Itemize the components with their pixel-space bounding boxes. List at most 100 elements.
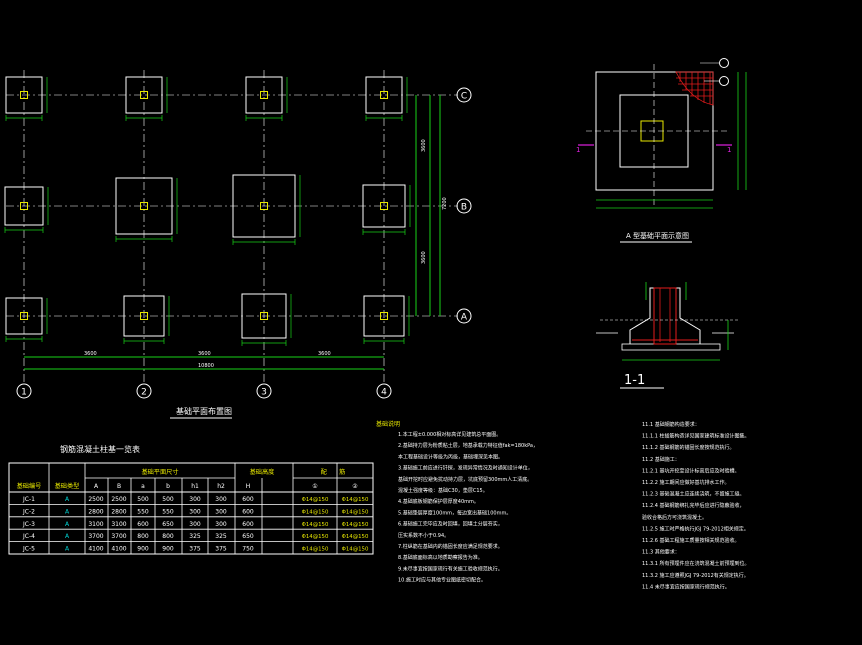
table-cell: 300 bbox=[189, 521, 201, 528]
plan-title: 基础平面布置图 bbox=[176, 406, 232, 416]
footing-JC bbox=[123, 295, 170, 344]
table-cell: A bbox=[65, 546, 70, 553]
table-cell: 900 bbox=[162, 546, 174, 553]
note-line: 11.3.1 所有预埋件应在浇筑混凝土前预埋到位。 bbox=[642, 560, 750, 567]
note-line: 11.3.2 施工应遵照JGJ 79-2012有关规定执行。 bbox=[642, 572, 749, 579]
note-line: 1.本工程±0.000相对标高详见建筑总平面图。 bbox=[398, 431, 501, 438]
table-subheader-cell: a bbox=[141, 483, 145, 490]
note-line: 11.2.6 基础工程施工质量按相关规范验收。 bbox=[642, 537, 740, 544]
note-line: 11.2.3 基础混凝土应连续浇筑，不留施工缝。 bbox=[642, 491, 745, 498]
note-line: 5.基础垫层厚度100mm，每边宽出基础100mm。 bbox=[398, 509, 511, 516]
table-cell: 3100 bbox=[111, 521, 126, 528]
note-line: 8.基础底面标高以地质勘察报告为准。 bbox=[398, 554, 483, 561]
table-cell: 600 bbox=[242, 496, 254, 503]
note-line: 11.1.1 柱插筋构造详见国家建筑标准设计图集。 bbox=[642, 433, 750, 440]
table-cell: 2500 bbox=[111, 496, 126, 503]
note-line: 11.2.4 基础钢筋绑扎完毕后应进行隐蔽验收， bbox=[642, 502, 745, 509]
table-cell: JC-3 bbox=[22, 521, 35, 528]
foundation-plan bbox=[4, 70, 458, 384]
table-subheader-cell: ① bbox=[312, 483, 317, 490]
table-cell: 750 bbox=[242, 546, 254, 553]
note-line: 10.施工时应与其他专业图纸密切配合。 bbox=[398, 577, 486, 584]
svg-text:A: A bbox=[461, 313, 468, 323]
axis-bubble-4: 4 bbox=[376, 383, 392, 399]
table-header-cell: 基础类型 bbox=[55, 482, 80, 490]
svg-text:2: 2 bbox=[141, 388, 147, 398]
table-cell: 325 bbox=[189, 533, 201, 540]
table-cell: A bbox=[65, 508, 70, 515]
svg-text:1: 1 bbox=[21, 388, 27, 398]
plan-bottom-dimensions bbox=[24, 356, 384, 370]
table-cell: 4100 bbox=[111, 546, 126, 553]
section-title: 1-1 bbox=[624, 373, 645, 388]
note-line: 3.基础施工前应进行钎探，发现异常情况及时通知设计单位， bbox=[398, 465, 533, 472]
plan-right-dimensions bbox=[415, 95, 441, 316]
table-subheader-cell: A bbox=[94, 483, 99, 490]
table-subheader-cell: ② bbox=[352, 483, 358, 490]
notes-title: 基础说明 bbox=[376, 420, 400, 428]
rebar-hatch bbox=[675, 71, 714, 106]
dim-right-2: 3600 bbox=[421, 251, 427, 264]
svg-text:C: C bbox=[461, 92, 467, 102]
table-cell: 3100 bbox=[88, 521, 103, 528]
table-cell: Φ14@150 bbox=[302, 547, 329, 553]
note-line: 本工程基础设计等级为丙级，基础埋深见本图。 bbox=[398, 453, 503, 460]
table-cell: Φ14@150 bbox=[342, 509, 369, 515]
table-cell: Φ14@150 bbox=[342, 522, 369, 528]
note-line: 2.基础持力层为粉质粘土层，地基承载力特征值fak=180kPa， bbox=[398, 442, 538, 449]
table-cell: 600 bbox=[137, 521, 149, 528]
dim-right-1: 3600 bbox=[421, 139, 427, 152]
dim-bottom-2: 3600 bbox=[198, 351, 211, 357]
footing-JC bbox=[232, 174, 301, 245]
svg-text:3: 3 bbox=[261, 388, 267, 398]
note-line: 11.2 基础施工： bbox=[642, 456, 680, 463]
table-cell: 600 bbox=[242, 508, 254, 515]
note-line: 混凝土强度等级：基础C30，垫层C15。 bbox=[398, 487, 488, 494]
table-subheader-cell: b bbox=[166, 483, 170, 490]
note-line: 11.4 未尽事宜应按国家现行规范执行。 bbox=[642, 583, 730, 590]
svg-text:B: B bbox=[461, 203, 467, 213]
footing-JC bbox=[241, 293, 292, 346]
note-line: 11.2.1 基坑开挖至设计标高后应及时验槽。 bbox=[642, 467, 740, 474]
dim-bottom-total: 10800 bbox=[198, 363, 214, 369]
table-cell: 300 bbox=[189, 508, 201, 515]
table-cell: 300 bbox=[215, 496, 227, 503]
table-cell: JC-4 bbox=[22, 533, 35, 540]
svg-text:4: 4 bbox=[381, 388, 387, 398]
footing-JC bbox=[5, 297, 48, 342]
table-cell: 375 bbox=[215, 546, 227, 553]
note-line: 9.未尽事宜按国家现行有关施工验收规范执行。 bbox=[398, 565, 503, 572]
dim-bottom-3: 3600 bbox=[318, 351, 331, 357]
table-cell: Φ14@150 bbox=[302, 522, 329, 528]
table-cell: 375 bbox=[189, 546, 201, 553]
table-cell: 4100 bbox=[88, 546, 103, 553]
axis-bubble-C: C bbox=[456, 87, 472, 103]
note-line: 11.3 其他要求： bbox=[642, 549, 680, 556]
footing-JC bbox=[363, 295, 410, 344]
table-cell: 300 bbox=[215, 508, 227, 515]
axis-bubble-B: B bbox=[456, 198, 472, 214]
table-cell: JC-2 bbox=[22, 508, 35, 515]
detail-title: A 型基础平面示意图 bbox=[626, 231, 689, 240]
table-cell: 3700 bbox=[88, 533, 103, 540]
notes-right: 11.1 基础钢筋构造要求： 11.1.1 柱插筋构造详见国家建筑标准设计图集。… bbox=[642, 421, 750, 590]
table-cell: 900 bbox=[137, 546, 149, 553]
table-cell: Φ14@150 bbox=[342, 497, 369, 503]
table-cell: 600 bbox=[242, 521, 254, 528]
table-header-cell: 基础高度 bbox=[250, 468, 275, 476]
section-mark-right: 1 bbox=[727, 146, 731, 154]
table-cell: 325 bbox=[215, 533, 227, 540]
table-subheader-cell: h2 bbox=[217, 483, 225, 490]
table-header-cell: 配 筋 bbox=[321, 468, 346, 476]
table-cell: 550 bbox=[162, 508, 174, 515]
note-line: 11.1.2 基础钢筋的锚固长度按规范执行。 bbox=[642, 444, 735, 451]
axis-bubble-2: 2 bbox=[136, 383, 152, 399]
dim-right-total: 7200 bbox=[442, 197, 448, 210]
table-cell: 800 bbox=[162, 533, 174, 540]
note-line: 6.基础施工完毕应及时回填，回填土分层夯实， bbox=[398, 521, 503, 528]
note-line: 11.1 基础钢筋构造要求： bbox=[642, 421, 700, 428]
table-cell: JC-5 bbox=[22, 546, 35, 553]
table-cell: A bbox=[65, 521, 70, 528]
footing-JC bbox=[365, 76, 408, 121]
